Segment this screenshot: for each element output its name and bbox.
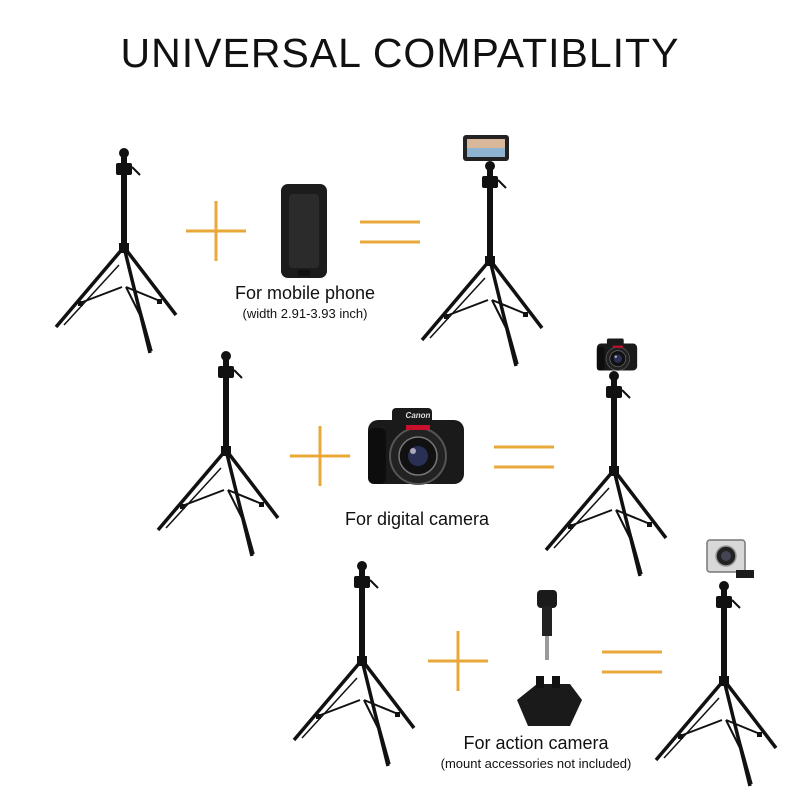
tripod-icon xyxy=(654,579,778,788)
camera-brand-label: Canon xyxy=(406,411,431,420)
caption-mobile-phone: For mobile phone (width 2.91-3.93 inch) xyxy=(190,283,420,321)
caption-action-camera-title: For action camera xyxy=(463,733,609,753)
tripod-with-action-camera-icon xyxy=(706,539,754,578)
caption-digital-camera-title: For digital camera xyxy=(344,509,490,529)
tripod-with-phone-icon xyxy=(463,135,509,161)
tripod-icon xyxy=(544,369,668,578)
equals-icon xyxy=(358,220,422,244)
caption-action-camera-sub: (mount accessories not included) xyxy=(440,756,632,771)
row-action-camera xyxy=(292,539,778,788)
equals-icon xyxy=(600,650,664,674)
row-mobile-phone xyxy=(54,135,544,368)
tripod-icon xyxy=(292,559,416,768)
phone-holder-icon xyxy=(281,184,327,278)
caption-mobile-phone-title: For mobile phone xyxy=(234,283,376,303)
action-camera-mount-icon xyxy=(517,590,582,726)
tripod-icon xyxy=(156,349,280,558)
page-title: UNIVERSAL COMPATIBLITY xyxy=(120,30,680,76)
caption-digital-camera: For digital camera xyxy=(302,509,532,530)
tripod-icon xyxy=(54,146,178,355)
equals-icon xyxy=(492,445,556,469)
caption-mobile-phone-sub: (width 2.91-3.93 inch) xyxy=(242,306,368,321)
plus-icon xyxy=(288,424,352,488)
row-digital-camera: Canon xyxy=(156,338,668,578)
plus-icon xyxy=(426,629,490,693)
plus-icon xyxy=(184,199,248,263)
tripod-with-camera-icon xyxy=(596,338,638,371)
tripod-icon xyxy=(420,159,544,368)
caption-action-camera: For action camera (mount accessories not… xyxy=(406,733,666,771)
